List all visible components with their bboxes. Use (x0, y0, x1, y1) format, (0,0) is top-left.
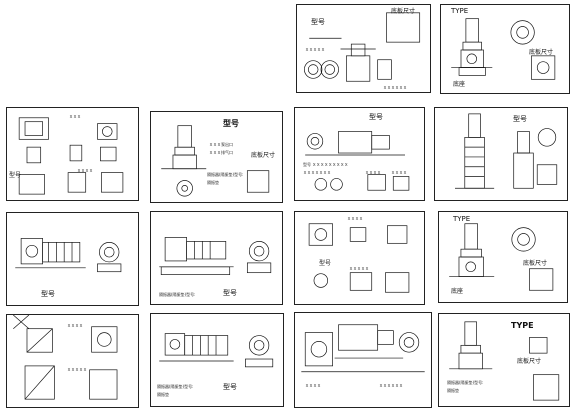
sheet-03-note-1: ＸＸＸ (69, 114, 81, 119)
sheet-04-line-4: 隔振垫 (207, 180, 219, 185)
sheet-13-drawing (301, 324, 425, 373)
sheet-13[interactable]: ＸＸＸＸ ＸＸＸＸＸＸ (294, 312, 432, 408)
sheet-10[interactable]: TYPE 底板尺寸 底座 (438, 211, 568, 303)
sheet-02-dim-label: 底板尺寸 (529, 49, 554, 56)
sheet-05-drawing (305, 131, 410, 191)
sheet-05-line-2: ＸＸＸＸＸＸＸ (303, 170, 331, 175)
sheet-01-note-1: ＸＸＸＸＸ (305, 47, 325, 52)
sheet-09-note-2: ＸＸＸＸＸ (349, 266, 369, 271)
sheet-05-title: 型号 (369, 113, 383, 121)
sheet-01-note-2: ＸＸＸＸＸＸ (383, 85, 407, 90)
sheet-07-drawing (15, 238, 122, 273)
sheet-04-dim-label: 底板尺寸 (251, 152, 276, 159)
sheet-07-title: 型号 (41, 290, 55, 298)
sheet-10-title: TYPE (453, 215, 471, 223)
sheet-03-drawing (18, 117, 124, 195)
sheet-14-line-2: 隔振垫 (447, 388, 459, 393)
sheet-14-dim-label: 底板尺寸 (517, 358, 542, 365)
sheet-13-note-2: ＸＸＸＸＸＸ (379, 383, 403, 388)
sheet-03-note-2: ＸＸＸＸ (77, 168, 93, 173)
sheet-14-title: TYPE (511, 321, 534, 330)
sheet-08[interactable]: 隔振器(隔振垫)型号: 型号 (150, 211, 283, 305)
sheet-06-title: 型号 (513, 115, 527, 123)
sheet-12-drawing (159, 333, 274, 368)
sheet-09-drawing (308, 223, 410, 293)
sheet-11-note-2: ＸＸＸＸＸ (67, 367, 87, 372)
sheet-08-line-1: 隔振器(隔振垫)型号: (159, 292, 196, 297)
sheet-14[interactable]: TYPE 底板尺寸 隔振器(隔振垫)型号: 隔振垫 (438, 313, 570, 407)
sheet-09[interactable]: 型号 ＸＸＸＸ ＸＸＸＸＸ (294, 211, 425, 305)
sheet-02-drawing (451, 18, 556, 80)
sheet-05-note-2: ＸＸＸＸ (391, 170, 407, 175)
sheet-07[interactable]: 型号 (6, 212, 139, 306)
sheet-06[interactable]: 型号 (434, 107, 568, 201)
sheet-10-drawing (449, 223, 554, 291)
sheet-13-note-1: ＸＸＸＸ (305, 383, 321, 388)
sheet-01-drawing (304, 12, 421, 82)
sheet-14-line-1: 隔振器(隔振垫)型号: (447, 380, 484, 385)
sheet-02-title: TYPE (451, 7, 469, 15)
sheet-11[interactable]: ＸＸＸＸ ＸＸＸＸＸ (6, 314, 139, 408)
sheet-14-drawing (449, 321, 560, 401)
sheet-05-note-1: ＸＸＸＸ (365, 170, 381, 175)
sheet-01-title: 型号 (311, 18, 325, 26)
sheet-06-drawing (455, 113, 558, 189)
sheet-02-base-label: 底座 (453, 81, 466, 88)
sheet-04-line-1: ＸＸＸ泵出口 (209, 142, 233, 147)
sheet-11-drawing (13, 315, 118, 400)
sheet-11-note-1: ＸＸＸＸ (67, 323, 83, 328)
sheet-12-line-2: 隔振垫 (157, 392, 169, 397)
sheet-12-title: 型号 (223, 383, 237, 391)
sheet-09-title: 型号 (319, 260, 332, 267)
sheet-12[interactable]: 隔振器(隔振垫)型号: 隔振垫 型号 (150, 313, 284, 407)
sheet-02[interactable]: TYPE 底板尺寸 底座 (440, 4, 570, 94)
sheet-05-line-1: 型号 ＸＸＸＸＸＸＸＸＸ (303, 162, 349, 167)
sheet-10-base-label: 底座 (451, 288, 464, 295)
sheet-05[interactable]: 型号 型号 ＸＸＸＸＸＸＸＸＸ ＸＸＸＸＸＸＸ ＸＸＸＸ ＸＸＸＸ (294, 107, 425, 201)
sheet-08-drawing (159, 237, 272, 275)
sheet-04-title: 型号 (223, 119, 239, 128)
sheet-04-line-2: ＸＸＸ排气口 (209, 150, 233, 155)
sheet-01-dim-label: 底板尺寸 (391, 8, 416, 15)
sheet-01[interactable]: 型号 底板尺寸 ＸＸＸＸＸ ＸＸＸＸＸＸ (296, 4, 431, 93)
sheet-04-line-3: 隔振器(隔振垫)型号: (207, 172, 244, 177)
sheet-12-line-1: 隔振器(隔振垫)型号: (157, 384, 194, 389)
sheet-09-note-1: ＸＸＸＸ (347, 216, 363, 221)
sheet-03-side-label: 型号 (9, 172, 22, 179)
sheet-04-drawing (161, 125, 270, 197)
sheet-10-dim-label: 底板尺寸 (523, 260, 548, 267)
sheet-08-title: 型号 (223, 289, 237, 297)
sheet-04[interactable]: 型号 ＸＸＸ泵出口 ＸＸＸ排气口 隔振器(隔振垫)型号: 隔振垫 底板尺寸 (150, 111, 283, 203)
sheet-03[interactable]: 型号 ＸＸＸ ＸＸＸＸ (6, 107, 139, 201)
